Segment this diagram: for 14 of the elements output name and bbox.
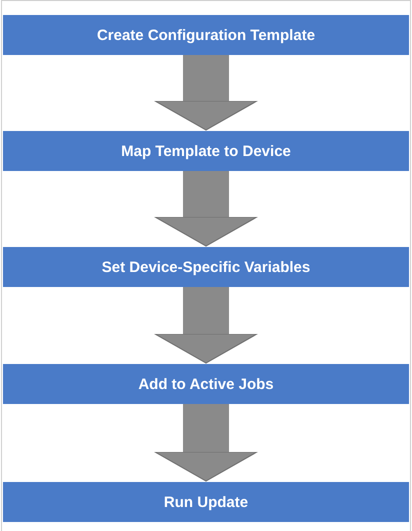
step-label: Run Update bbox=[164, 494, 248, 510]
step-label: Map Template to Device bbox=[121, 142, 291, 160]
process-box bbox=[3, 15, 409, 55]
process-box bbox=[3, 131, 409, 171]
block-arrow bbox=[154, 287, 258, 364]
block-arrow bbox=[154, 171, 258, 246]
block-arrow bbox=[154, 55, 258, 130]
step-label: Set Device-Specific Variables bbox=[102, 258, 310, 276]
step-label: Create Configuration Template bbox=[96, 26, 316, 44]
step-label: Add to Active Jobs bbox=[138, 376, 274, 392]
process-box bbox=[3, 482, 409, 522]
block-arrow bbox=[154, 404, 258, 482]
process-box bbox=[3, 247, 409, 287]
process-box bbox=[3, 364, 409, 404]
